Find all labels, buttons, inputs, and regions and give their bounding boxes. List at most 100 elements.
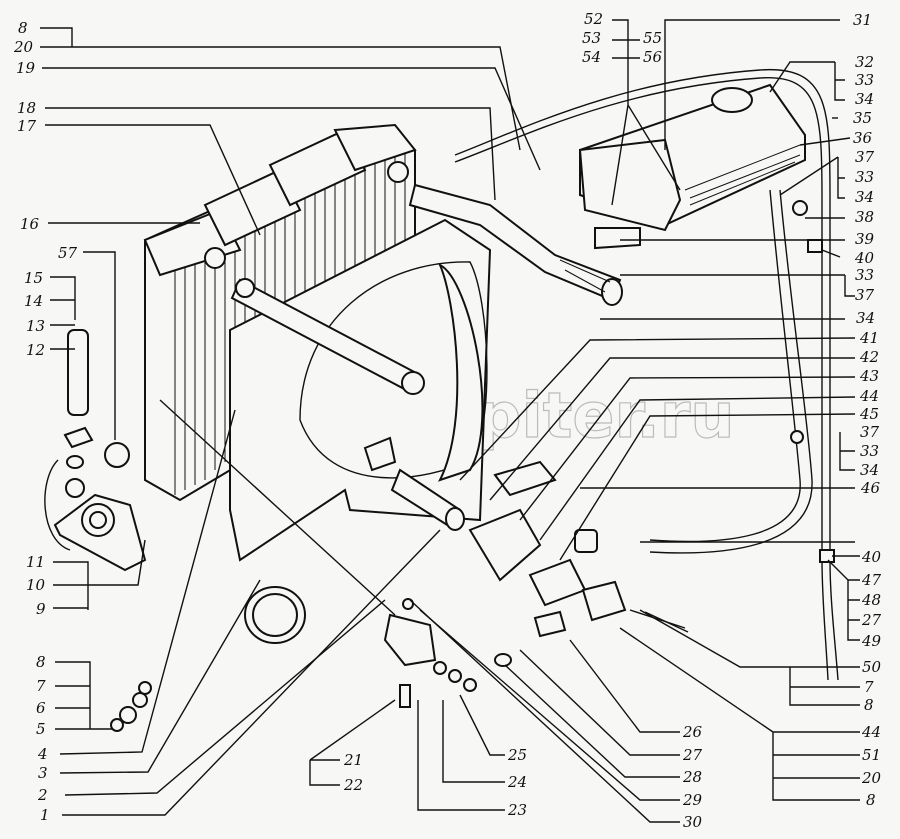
callout-19: 19 [16,59,36,77]
callout-21: 21 [343,751,363,769]
callout-23: 23 [507,801,527,819]
callout-4: 4 [37,745,48,763]
radiator-filler-neck [387,161,409,183]
callout-14: 14 [24,292,43,310]
expansion-tank [578,83,806,250]
callout-26: 26 [682,723,703,741]
callout-8: 8 [18,19,28,37]
callout-28: 28 [682,768,702,786]
callout-35: 35 [853,109,872,127]
callout-30: 30 [683,813,703,831]
callout-15: 15 [24,269,43,287]
callout-37: 37 [855,148,875,166]
callouts-top: 52 53 54 55 56 [582,10,663,66]
callout-53: 53 [582,29,601,47]
callout-45: 45 [859,405,879,423]
callout-24: 24 [507,773,527,791]
callout-44: 44 [861,723,881,741]
callout-37: 37 [860,423,880,441]
hose-clamp-small [574,529,598,553]
callout-39: 39 [855,230,875,248]
leader-lines [40,19,860,823]
callout-34: 34 [860,461,879,479]
adjusting-rod [110,399,477,732]
callout-22: 22 [343,776,363,794]
tank-cap [711,87,753,113]
callout-18: 18 [17,99,36,117]
callout-40: 40 [854,249,875,267]
callout-56: 56 [643,48,663,66]
callout-54: 54 [582,48,601,66]
lower-hose [363,436,465,531]
callout-33: 33 [855,168,874,186]
callout-42: 42 [859,348,879,366]
callout-38: 38 [855,208,874,226]
callout-27: 27 [861,611,882,629]
pipe-clip-upper [807,239,823,253]
callout-9: 9 [36,600,46,618]
callout-11: 11 [26,553,45,571]
tie-rod [230,278,425,395]
upper-hose [408,183,623,306]
callout-20: 20 [861,769,882,787]
callout-51: 51 [862,746,881,764]
callout-29: 29 [682,791,703,809]
callout-1: 1 [40,806,50,824]
callout-27: 27 [682,746,703,764]
callout-33: 33 [855,71,874,89]
callout-37: 37 [855,286,875,304]
callout-6: 6 [36,699,46,717]
callout-33: 33 [855,266,874,284]
callout-10: 10 [26,576,46,594]
radiator-mount [44,329,147,572]
callout-47: 47 [861,571,882,589]
callout-3: 3 [38,764,48,782]
callout-33: 33 [860,442,879,460]
callout-7: 7 [36,677,46,695]
tank-bracket [594,227,641,250]
callout-2: 2 [37,786,48,804]
callout-8: 8 [866,791,876,809]
callout-12: 12 [26,341,45,359]
callout-44: 44 [859,387,879,405]
callout-34: 34 [855,188,874,206]
callout-46: 46 [860,479,881,497]
callout-31: 31 [853,11,872,29]
callout-49: 49 [861,632,882,650]
callout-7: 7 [864,678,874,696]
callout-43: 43 [859,367,879,385]
callout-5: 5 [36,720,46,738]
callout-34: 34 [856,309,875,327]
callouts-right: 31 32 33 34 35 36 37 33 34 38 39 40 33 3… [853,11,882,809]
callout-13: 13 [26,317,45,335]
callouts-bottom: 21 22 23 24 25 26 27 28 29 30 [343,723,703,831]
hose-clamp [244,586,306,644]
callouts-left: 8 20 19 18 17 16 57 15 14 13 12 11 10 9 … [13,19,78,824]
drain-fitting [792,200,808,216]
callout-41: 41 [859,329,879,347]
callout-32: 32 [855,53,874,71]
drain-tap [533,610,567,638]
tank-drain-hose [649,189,813,554]
callout-8: 8 [864,696,874,714]
pipe-clip-lower [819,549,835,563]
callout-36: 36 [853,129,873,147]
callout-52: 52 [584,10,603,28]
callout-57: 57 [58,244,78,262]
mount-bolt [67,329,89,416]
callout-40: 40 [861,548,882,566]
bushing [104,442,130,468]
fan-shroud [229,218,492,562]
radiator-inlet [204,247,226,269]
outlet-pipe [468,460,689,667]
callout-34: 34 [855,90,874,108]
callout-25: 25 [507,746,527,764]
callout-16: 16 [20,215,40,233]
callout-17: 17 [17,117,37,135]
callout-50: 50 [862,658,882,676]
callout-8: 8 [36,653,46,671]
callout-48: 48 [861,591,881,609]
callout-55: 55 [643,29,662,47]
callout-20: 20 [13,38,34,56]
